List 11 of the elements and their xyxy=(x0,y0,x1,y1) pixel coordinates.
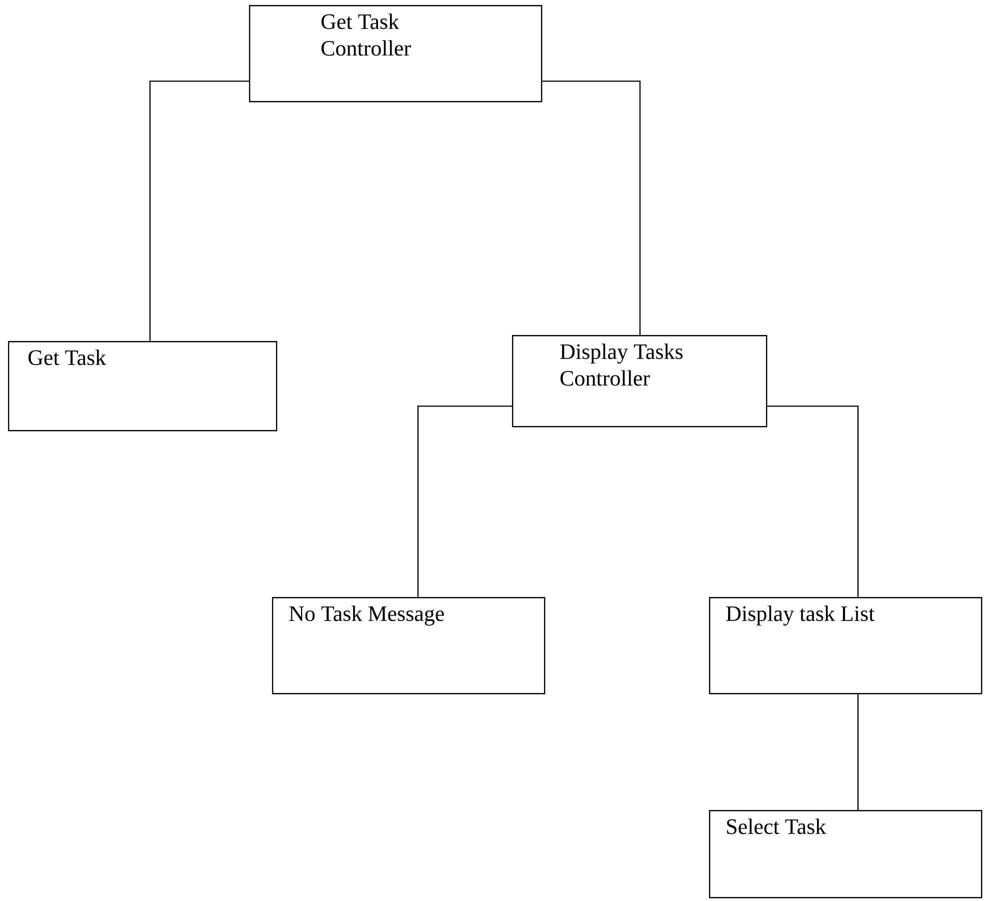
process-box: Get Task xyxy=(8,341,278,432)
connector-line xyxy=(857,694,859,810)
connector-line xyxy=(417,406,512,598)
process-box: Display Tasks Controller xyxy=(512,335,768,428)
process-box: Display task List xyxy=(709,597,982,694)
process-box: Select Task xyxy=(709,810,982,898)
process-box: Get Task Controller xyxy=(249,5,542,102)
connector-line xyxy=(767,406,859,598)
connector-line xyxy=(149,80,249,341)
connector-line xyxy=(542,80,641,335)
process-box: No Task Message xyxy=(272,597,546,694)
